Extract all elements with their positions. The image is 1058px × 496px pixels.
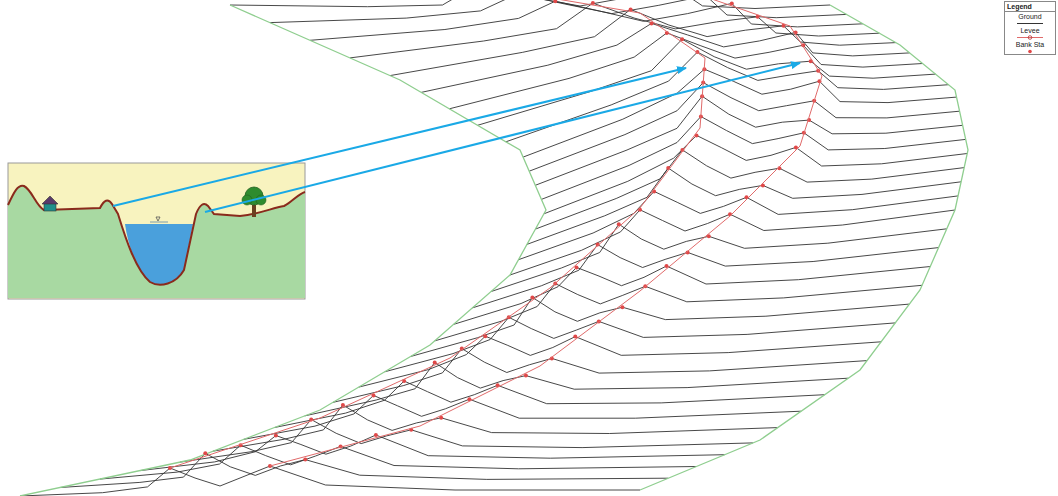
legend-text: Levee (1006, 27, 1054, 35)
ground-fill (8, 186, 305, 298)
cross-section-line (140, 435, 725, 471)
water-surface (150, 222, 168, 223)
bank-station-dot (553, 0, 557, 3)
cross-section-line (421, 23, 910, 92)
cross-section-line (270, 0, 847, 23)
tree-trunk (252, 205, 256, 217)
cross-section-line (359, 336, 881, 387)
legend-row: Levee (1005, 26, 1055, 40)
cross-section-line (213, 405, 778, 451)
legend-row: Ground (1005, 12, 1055, 26)
bank-station-dot (274, 434, 278, 438)
cross-section-lines (20, 0, 967, 496)
cross-section-line (60, 453, 668, 487)
bank-station-dot (203, 451, 207, 455)
cross-section-line (435, 284, 922, 341)
legend-sample (1015, 49, 1045, 54)
bank-station-dot (303, 458, 307, 462)
bank-station-dot (730, 1, 734, 5)
cross-section-line (544, 135, 967, 213)
cross-section-line (20, 466, 640, 496)
cross-section-line (472, 245, 938, 308)
house-roof (42, 196, 58, 204)
boundary-lines (20, 5, 968, 496)
legend-sample (1015, 21, 1045, 26)
ground-profile (8, 186, 305, 285)
bank-line (270, 0, 822, 466)
cross-section-line (519, 191, 959, 259)
cross-section-line (230, 0, 830, 9)
boundary-line (640, 5, 968, 490)
legend-box: LegendGroundLeveeBank Sta (1004, 1, 1056, 55)
cross-section-line (244, 395, 802, 439)
legend-text: Bank Sta (1006, 41, 1054, 49)
bank-station-dot (374, 433, 378, 437)
water-surface-symbol (156, 217, 160, 221)
inset-frame (8, 163, 305, 299)
cross-section-line (411, 297, 910, 356)
cross-section-line (390, 9, 896, 75)
pointer-arrow (205, 63, 800, 212)
cross-section-line (529, 83, 959, 172)
legend-sample (1015, 35, 1045, 40)
legend-title: Legend (1005, 2, 1055, 12)
cross-section-line (541, 117, 965, 200)
legend-row: Bank Sta (1005, 40, 1055, 54)
cross-section-inset (8, 163, 305, 299)
pointer-arrow (113, 68, 686, 206)
cross-section-line (454, 266, 931, 324)
cross-section-line (510, 210, 955, 275)
legend-text: Ground (1006, 13, 1054, 21)
water (125, 224, 193, 285)
cross-section-line (385, 317, 896, 372)
cross-section-line (180, 420, 753, 463)
cross-section-line (535, 96, 962, 185)
cross-section-line (100, 445, 697, 479)
cross-section-line (478, 39, 936, 125)
